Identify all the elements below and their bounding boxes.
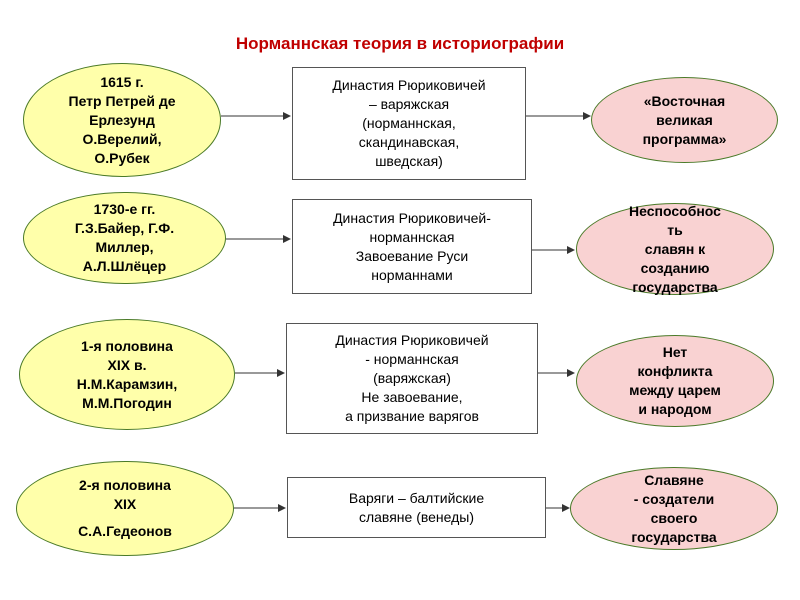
- left-ellipse-row4: 2-я половина XIX С.А.Гедеонов: [16, 461, 234, 556]
- right-ellipse-row4: Славяне - создатели своего государства: [570, 467, 778, 550]
- middle-box-row3: Династия Рюриковичей - норманнская (варя…: [286, 323, 538, 434]
- ellipse-line: программа»: [642, 130, 727, 147]
- right-ellipse-row3: Нет конфликта между царем и народом: [576, 335, 774, 427]
- ellipse-line: О.Верелий,: [82, 130, 162, 147]
- ellipse-line: 1-я половина: [81, 337, 173, 354]
- box-line: норманнская: [369, 228, 455, 245]
- ellipse-line: Петр Петрей де: [68, 92, 176, 109]
- ellipse-line: 2-я половина: [79, 477, 171, 493]
- ellipse-line: Славяне: [644, 471, 704, 488]
- diagram-title: Норманнская теория в историографии: [235, 34, 565, 53]
- left-ellipse-row1: 1615 г. Петр Петрей де Ерлезунд О.Верели…: [23, 63, 221, 177]
- ellipse-line: О.Рубек: [94, 149, 150, 166]
- box-line: скандинавская,: [358, 134, 460, 150]
- ellipse-line: между царем: [629, 382, 721, 398]
- ellipse-line: и народом: [638, 401, 712, 417]
- ellipse-line: Нет: [662, 344, 688, 360]
- ellipse-line: государства: [632, 278, 718, 295]
- ellipse-line: государства: [631, 528, 717, 545]
- ellipse-line: 1615 г.: [100, 73, 144, 90]
- left-ellipse-row3: 1-я половина XIX в. Н.М.Карамзин, М.М.По…: [19, 319, 235, 430]
- box-line: Династия Рюриковичей: [335, 332, 489, 348]
- ellipse-line: конфликта: [637, 363, 713, 379]
- ellipse-line: Ерлезунд: [89, 111, 155, 128]
- ellipse-line: славян к: [644, 240, 706, 257]
- right-ellipse-row2: Неспособнос ть славян к созданию государ…: [576, 203, 774, 295]
- middle-box-row4: Варяги – балтийские славяне (венеды): [287, 477, 546, 538]
- box-line: – варяжская: [368, 96, 450, 112]
- box-line: славяне (венеды): [358, 508, 475, 525]
- box-line: - норманнская: [365, 351, 459, 367]
- ellipse-line: М.М.Погодин: [82, 394, 172, 411]
- ellipse-line: «Восточная: [643, 92, 726, 109]
- box-line: Династия Рюриковичей: [332, 77, 486, 93]
- middle-box-row1: Династия Рюриковичей – варяжская (норман…: [292, 67, 526, 180]
- left-ellipse-row2: 1730-е гг. Г.З.Байер, Г.Ф. Миллер, А.Л.Ш…: [23, 192, 226, 284]
- ellipse-line: Н.М.Карамзин,: [76, 375, 178, 392]
- box-line: Не завоевание,: [361, 389, 463, 405]
- right-ellipse-row1: «Восточная великая программа»: [591, 77, 778, 163]
- ellipse-line: Неспособнос: [629, 202, 721, 219]
- ellipse-line: Г.З.Байер, Г.Ф.: [74, 220, 175, 236]
- box-line: норманнами: [371, 266, 453, 283]
- ellipse-line: XIX в.: [107, 356, 147, 373]
- ellipse-line: С.А.Гедеонов: [78, 523, 172, 539]
- ellipse-line: XIX: [113, 496, 137, 512]
- ellipse-line: 1730-е гг.: [93, 201, 156, 217]
- ellipse-line: ть: [667, 221, 683, 238]
- ellipse-line: своего: [650, 509, 698, 526]
- box-line: (норманнская,: [362, 115, 456, 131]
- box-line: Завоевание Руси: [355, 247, 469, 264]
- box-line: Варяги – балтийские: [348, 489, 485, 506]
- ellipse-line: Миллер,: [95, 239, 154, 255]
- ellipse-line: созданию: [640, 259, 710, 276]
- box-line: (варяжская): [373, 370, 451, 386]
- box-line: шведская): [375, 153, 443, 169]
- middle-box-row2: Династия Рюриковичей- норманнская Завоев…: [292, 199, 532, 294]
- box-line: Династия Рюриковичей-: [333, 209, 491, 226]
- ellipse-line: - создатели: [633, 490, 715, 507]
- ellipse-line: А.Л.Шлёцер: [82, 258, 167, 274]
- ellipse-line: великая: [656, 111, 713, 128]
- box-line: а призвание варягов: [345, 408, 479, 424]
